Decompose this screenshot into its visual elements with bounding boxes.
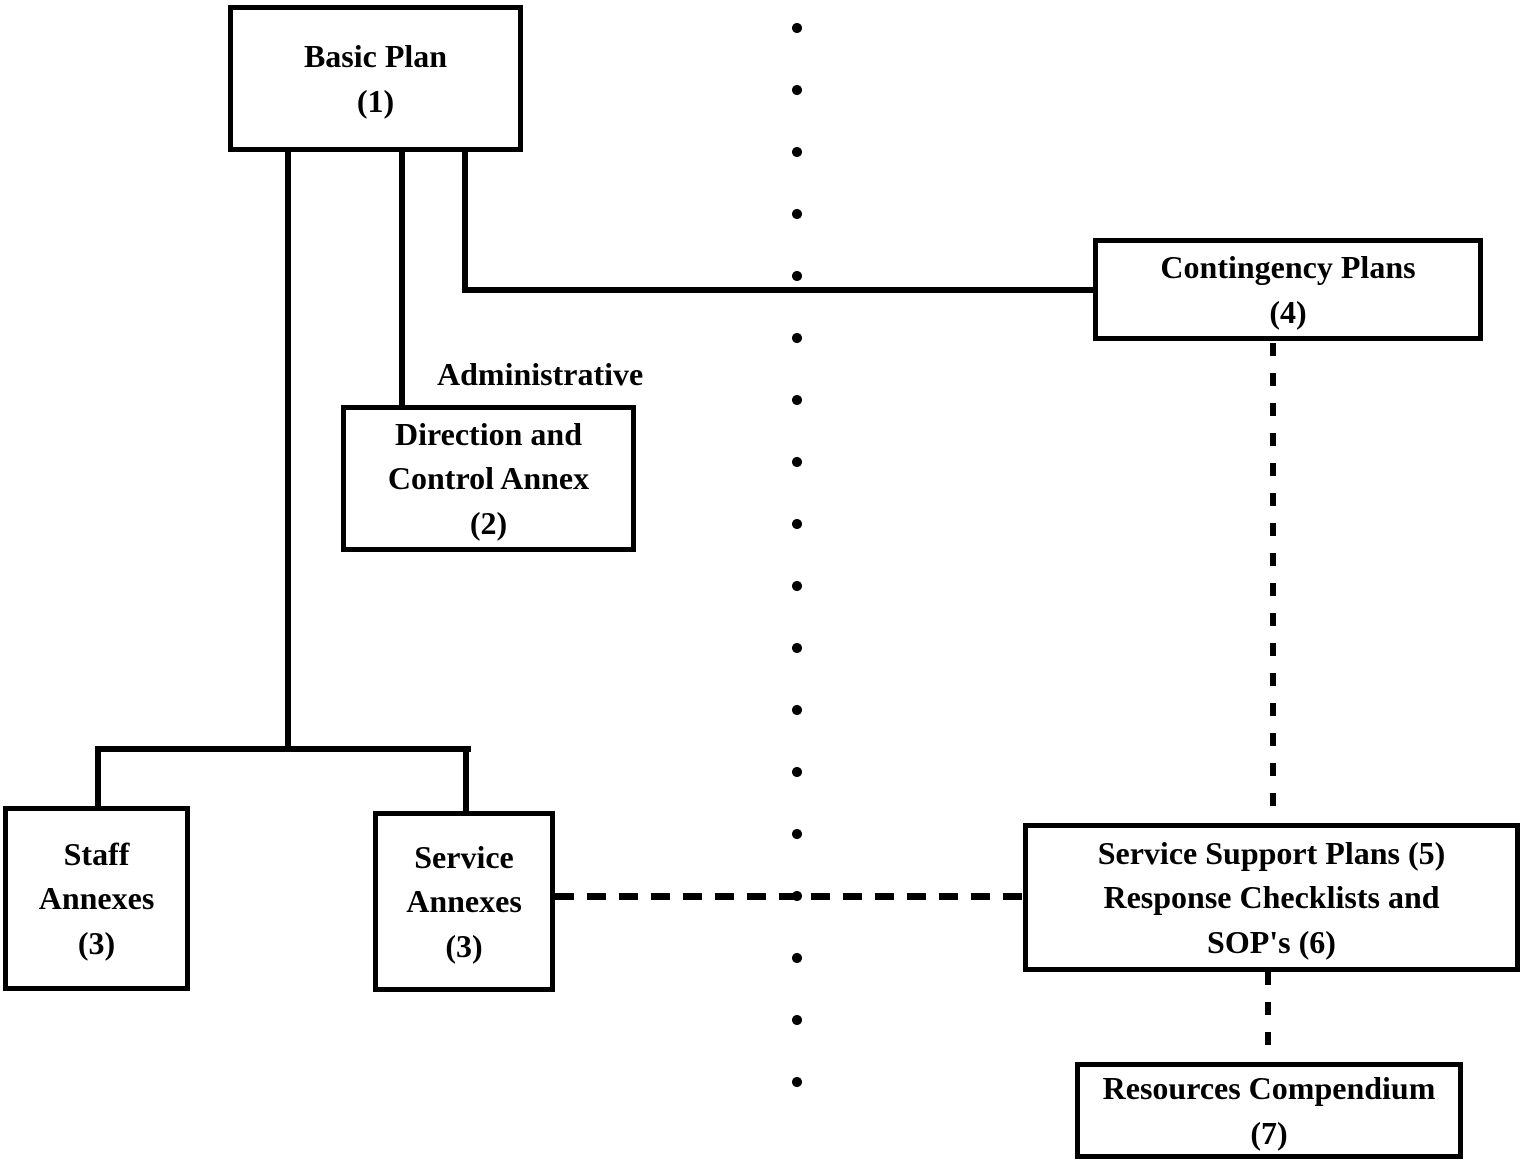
connector-annexes-crossbar bbox=[95, 746, 471, 752]
node-staff-annexes-line1: Staff bbox=[63, 836, 130, 873]
node-direction-control-line2: Control Annex bbox=[387, 460, 590, 497]
connector-contingency-to-servicesupport-dashed bbox=[1270, 343, 1276, 823]
node-resources-compendium-number: (7) bbox=[1250, 1114, 1288, 1151]
node-service-annexes-line1: Service bbox=[414, 839, 514, 876]
connector-serviceannexes-to-servicesupport-dashed bbox=[555, 893, 1023, 900]
administrative-label: Administrative bbox=[437, 356, 644, 392]
node-service-support-plans: Service Support Plans (5) Response Check… bbox=[1023, 823, 1520, 972]
node-basic-plan-number: (1) bbox=[356, 82, 395, 119]
node-staff-annexes: Staff Annexes (3) bbox=[3, 806, 190, 991]
node-contingency-plans: Contingency Plans (4) bbox=[1093, 238, 1483, 341]
node-basic-plan: Basic Plan (1) bbox=[228, 5, 523, 152]
node-direction-control-annex: Direction and Control Annex (2) bbox=[341, 405, 636, 552]
node-service-annexes-line2: Annexes bbox=[406, 883, 522, 920]
dotted-divider-line bbox=[791, 0, 803, 1113]
node-basic-plan-title: Basic Plan bbox=[303, 38, 448, 75]
connector-basicplan-to-direction bbox=[399, 150, 405, 408]
connector-basicplan-to-contingency-vertical bbox=[462, 150, 468, 293]
node-staff-annexes-number: (3) bbox=[77, 924, 116, 961]
node-resources-compendium-title: Resources Compendium bbox=[1102, 1070, 1436, 1107]
node-service-annexes: Service Annexes (3) bbox=[373, 811, 555, 992]
node-service-support-line3: SOP's (6) bbox=[1207, 923, 1336, 960]
node-service-support-line1: Service Support Plans (5) bbox=[1097, 835, 1446, 872]
node-staff-annexes-line2: Annexes bbox=[38, 880, 155, 917]
connector-crossbar-to-staff bbox=[95, 746, 101, 810]
connector-basicplan-to-contingency-horizontal bbox=[462, 287, 1093, 293]
node-service-support-line2: Response Checklists and bbox=[1103, 879, 1440, 916]
node-service-annexes-number: (3) bbox=[445, 927, 483, 964]
node-direction-control-line1: Direction and bbox=[395, 416, 582, 453]
connector-basicplan-to-annexes bbox=[285, 150, 291, 752]
node-resources-compendium: Resources Compendium (7) bbox=[1075, 1062, 1463, 1159]
node-direction-control-number: (2) bbox=[469, 504, 508, 541]
node-contingency-plans-title: Contingency Plans bbox=[1160, 249, 1416, 286]
connector-crossbar-to-service bbox=[463, 746, 469, 814]
connector-servicesupport-to-resources-dashed bbox=[1265, 972, 1271, 1062]
node-contingency-plans-number: (4) bbox=[1269, 293, 1307, 330]
